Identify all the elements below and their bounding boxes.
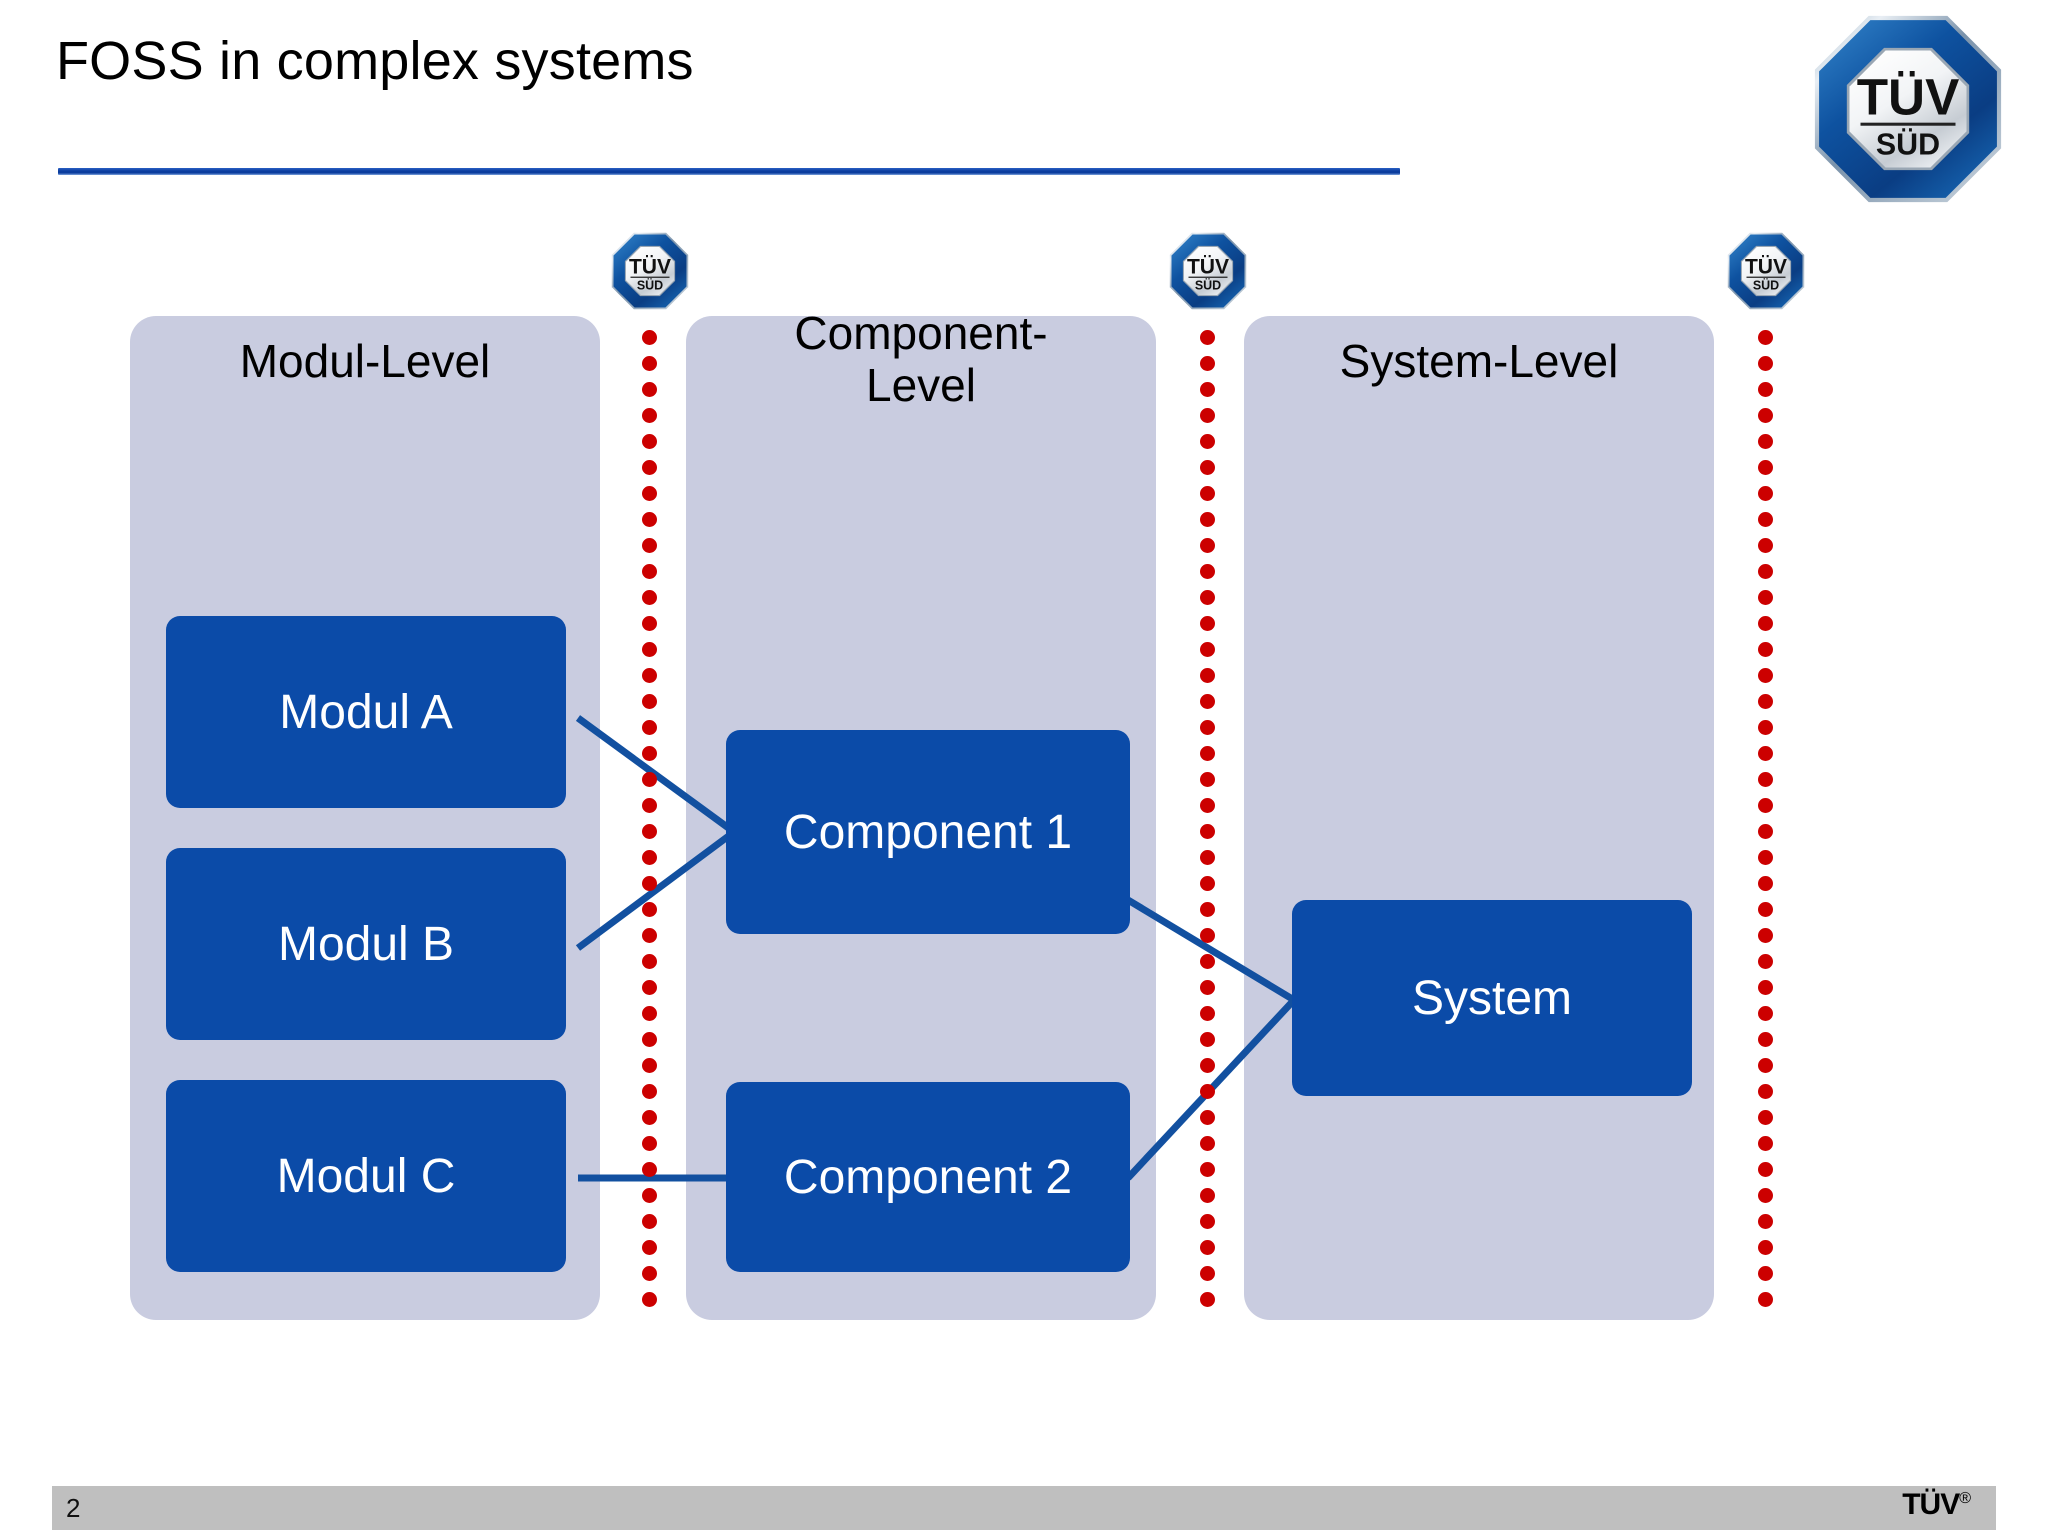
panel-system-level: System-Level [1244, 316, 1714, 1320]
logo-tuv-text: TÜV [1857, 69, 1960, 126]
page-number: 2 [66, 1493, 81, 1523]
audit-gate-line-3 [1758, 330, 1774, 1340]
audit-gate-line-1 [642, 330, 658, 1340]
logo-sud-text: SÜD [1876, 128, 1940, 162]
node-system-label: System [1411, 971, 1573, 1025]
node-modul-c[interactable]: Modul C [166, 1080, 566, 1272]
title-divider [58, 168, 1400, 175]
panel-component-level-label-line2: Level [866, 359, 976, 411]
node-modul-a[interactable]: Modul A [166, 616, 566, 808]
node-system[interactable]: System [1292, 900, 1692, 1096]
page-title: FOSS in complex systems [56, 31, 694, 91]
svg-text:TÜV: TÜV [1745, 255, 1787, 278]
footer-tuv-text: TÜV [1902, 1488, 1960, 1521]
node-modul-b[interactable]: Modul B [166, 848, 566, 1040]
gate-badge-3-tuv-sud-icon: TÜV SÜD [1720, 232, 1812, 310]
panel-modul-level-label: Modul-Level [239, 335, 491, 387]
audit-gate-line-2 [1200, 330, 1216, 1340]
node-component-1[interactable]: Component 1 [726, 730, 1130, 934]
tuv-sud-logo: TÜV SÜD [1796, 14, 2020, 204]
svg-text:SÜD: SÜD [1195, 278, 1221, 293]
svg-text:TÜV: TÜV [1187, 255, 1229, 278]
node-component-2[interactable]: Component 2 [726, 1082, 1130, 1272]
svg-text:SÜD: SÜD [637, 278, 663, 293]
node-component-2-label: Component 2 [783, 1150, 1073, 1204]
footer-bar: 2 TÜV® [52, 1486, 1996, 1530]
gate-badge-2-tuv-sud-icon: TÜV SÜD [1162, 232, 1254, 310]
svg-text:TÜV: TÜV [629, 255, 671, 278]
node-modul-b-label: Modul B [277, 917, 455, 971]
node-modul-a-label: Modul A [279, 685, 453, 739]
registered-mark-icon: ® [1959, 1490, 1971, 1507]
gate-badge-1-tuv-sud-icon: TÜV SÜD [604, 232, 696, 310]
panel-component-level-label-line1: Component- [794, 307, 1048, 359]
node-modul-c-label: Modul C [276, 1149, 456, 1203]
footer-tuv-wordmark: TÜV® [1902, 1488, 1971, 1522]
panel-system-level-label: System-Level [1339, 335, 1619, 387]
node-component-1-label: Component 1 [783, 805, 1073, 859]
svg-text:SÜD: SÜD [1753, 278, 1779, 293]
